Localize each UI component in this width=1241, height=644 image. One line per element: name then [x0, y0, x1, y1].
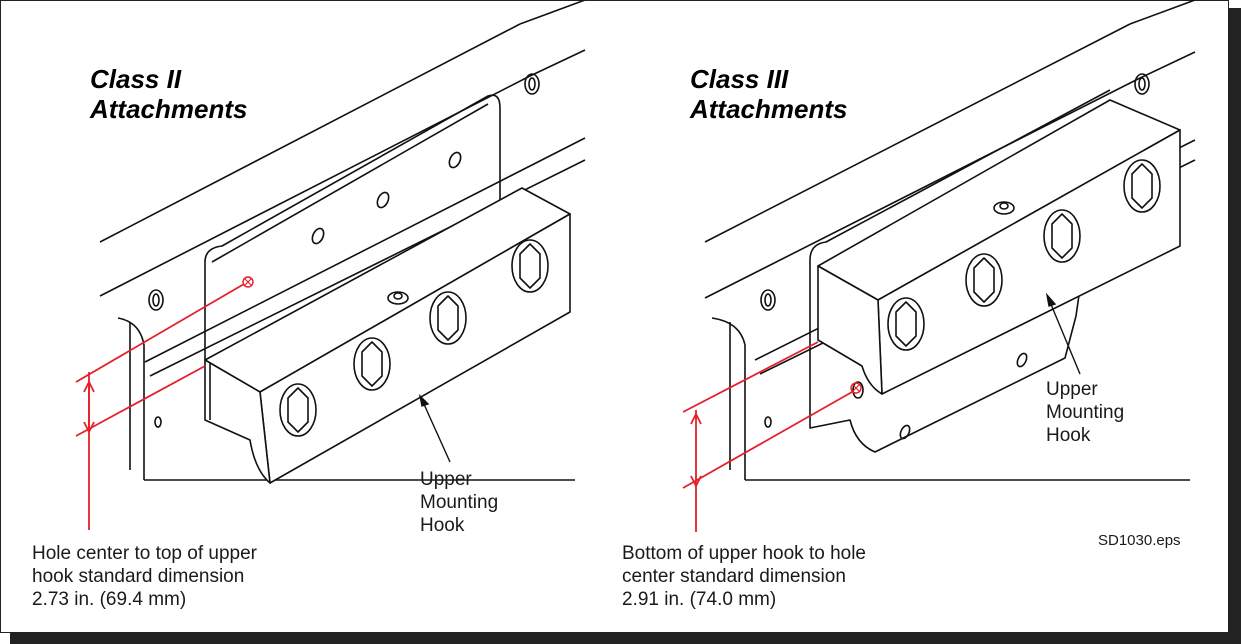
class-ii-title-line-2: Attachments	[90, 94, 248, 124]
class-ii-hook-label: Upper Mounting Hook	[420, 468, 498, 537]
class-ii-illustration	[99, 0, 586, 484]
class-iii-hook-label-line-3: Hook	[1046, 425, 1091, 446]
class-iii-hook-leader	[1045, 292, 1081, 375]
class-iii-hook-label-line-1: Upper	[1046, 379, 1098, 400]
class-ii-hook-label-line-1: Upper	[420, 469, 472, 490]
class-ii-title: Class II Attachments	[90, 64, 247, 124]
class-iii-hook-label-line-2: Mounting	[1046, 402, 1125, 423]
class-iii-bores	[887, 159, 1161, 351]
class-ii-caption-line-1: Hole center to top of upper	[32, 543, 257, 564]
class-iii-illustration	[704, 0, 1196, 481]
class-ii-caption-line-3: 2.73 in. (69.4 mm)	[32, 589, 187, 610]
class-iii-dimension	[682, 341, 862, 532]
class-iii-title-line-1: Class III	[690, 64, 789, 94]
class-ii-bores	[279, 239, 549, 437]
class-ii-dimension	[75, 276, 254, 530]
class-iii-caption: Bottom of upper hook to hole center stan…	[622, 542, 866, 611]
class-ii-caption-line-2: hook standard dimension	[32, 566, 245, 587]
class-ii-hook-leader	[418, 393, 451, 463]
class-ii-title-line-1: Class II	[90, 64, 182, 94]
class-iii-title: Class III Attachments	[690, 64, 847, 124]
class-ii-hook-label-line-2: Mounting	[420, 492, 499, 513]
class-iii-caption-line-2: center standard dimension	[622, 566, 846, 587]
class-ii-hook-label-line-3: Hook	[420, 515, 465, 536]
class-ii-caption: Hole center to top of upper hook standar…	[32, 542, 257, 611]
class-iii-caption-line-3: 2.91 in. (74.0 mm)	[622, 589, 777, 610]
class-iii-hook-label: Upper Mounting Hook	[1046, 378, 1124, 447]
class-iii-title-line-2: Attachments	[690, 94, 848, 124]
class-iii-caption-line-1: Bottom of upper hook to hole	[622, 543, 866, 564]
file-label: SD1030.eps	[1098, 532, 1181, 549]
